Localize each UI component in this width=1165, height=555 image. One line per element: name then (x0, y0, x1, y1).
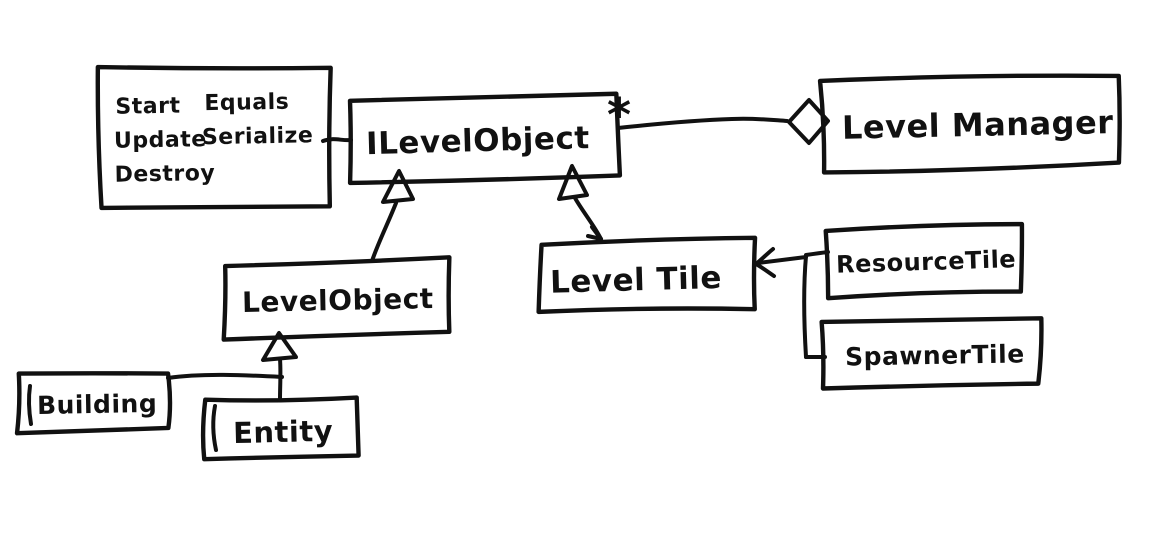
inheritance-triangle-shared (261, 331, 298, 362)
entity-label: Entity (233, 414, 334, 450)
leveltile-box (536, 235, 758, 315)
open-arrowhead (754, 247, 776, 278)
building-box (14, 371, 173, 436)
leveltile-line-flick (586, 225, 603, 241)
connectors (26, 116, 830, 452)
member-update: Update (114, 127, 207, 154)
ilevelobject-label: ILevelObject (366, 120, 590, 162)
member-serialize: Serialize (202, 123, 314, 150)
interface-methods-box (95, 64, 333, 211)
boxes (14, 64, 1122, 462)
levelobject-label: LevelObject (242, 282, 434, 319)
labels: Start Update Destroy Equals Serialize IL… (37, 88, 1114, 450)
member-start: Start (115, 94, 181, 120)
entity-box (200, 395, 361, 462)
aggregation-diamond (787, 98, 830, 145)
ilevelobject-box (347, 91, 623, 186)
tile-children-line (756, 255, 808, 265)
member-equals: Equals (204, 90, 289, 116)
entity-pen-stroke (211, 404, 218, 452)
resourcetile-box (823, 221, 1025, 301)
spawnertile-label: SpawnerTile (845, 339, 1025, 371)
levelmanager-label: Level Manager (842, 103, 1114, 147)
building-label: Building (37, 389, 158, 420)
aggregation-line (616, 116, 789, 130)
multiplicity-star: * (607, 88, 632, 142)
building-branch (166, 372, 284, 380)
levelmanager-box (817, 73, 1122, 175)
inheritance-triangle-levelobject (381, 169, 415, 204)
inheritance-triangle-leveltile (557, 164, 589, 201)
spawnertile-box (819, 316, 1044, 391)
resourcetile-branch (804, 250, 830, 257)
leveltile-label: Level Tile (550, 260, 723, 301)
tile-branch-vertical (802, 254, 808, 359)
levelobject-inheritance-line (370, 201, 398, 263)
member-destroy: Destroy (114, 161, 215, 188)
interface-members: Start Update Destroy Equals Serialize (114, 90, 314, 188)
levelobject-box (221, 255, 452, 342)
markers (261, 98, 830, 362)
building-pen-stroke (26, 384, 33, 426)
resourcetile-label: ResourceTile (836, 245, 1017, 279)
